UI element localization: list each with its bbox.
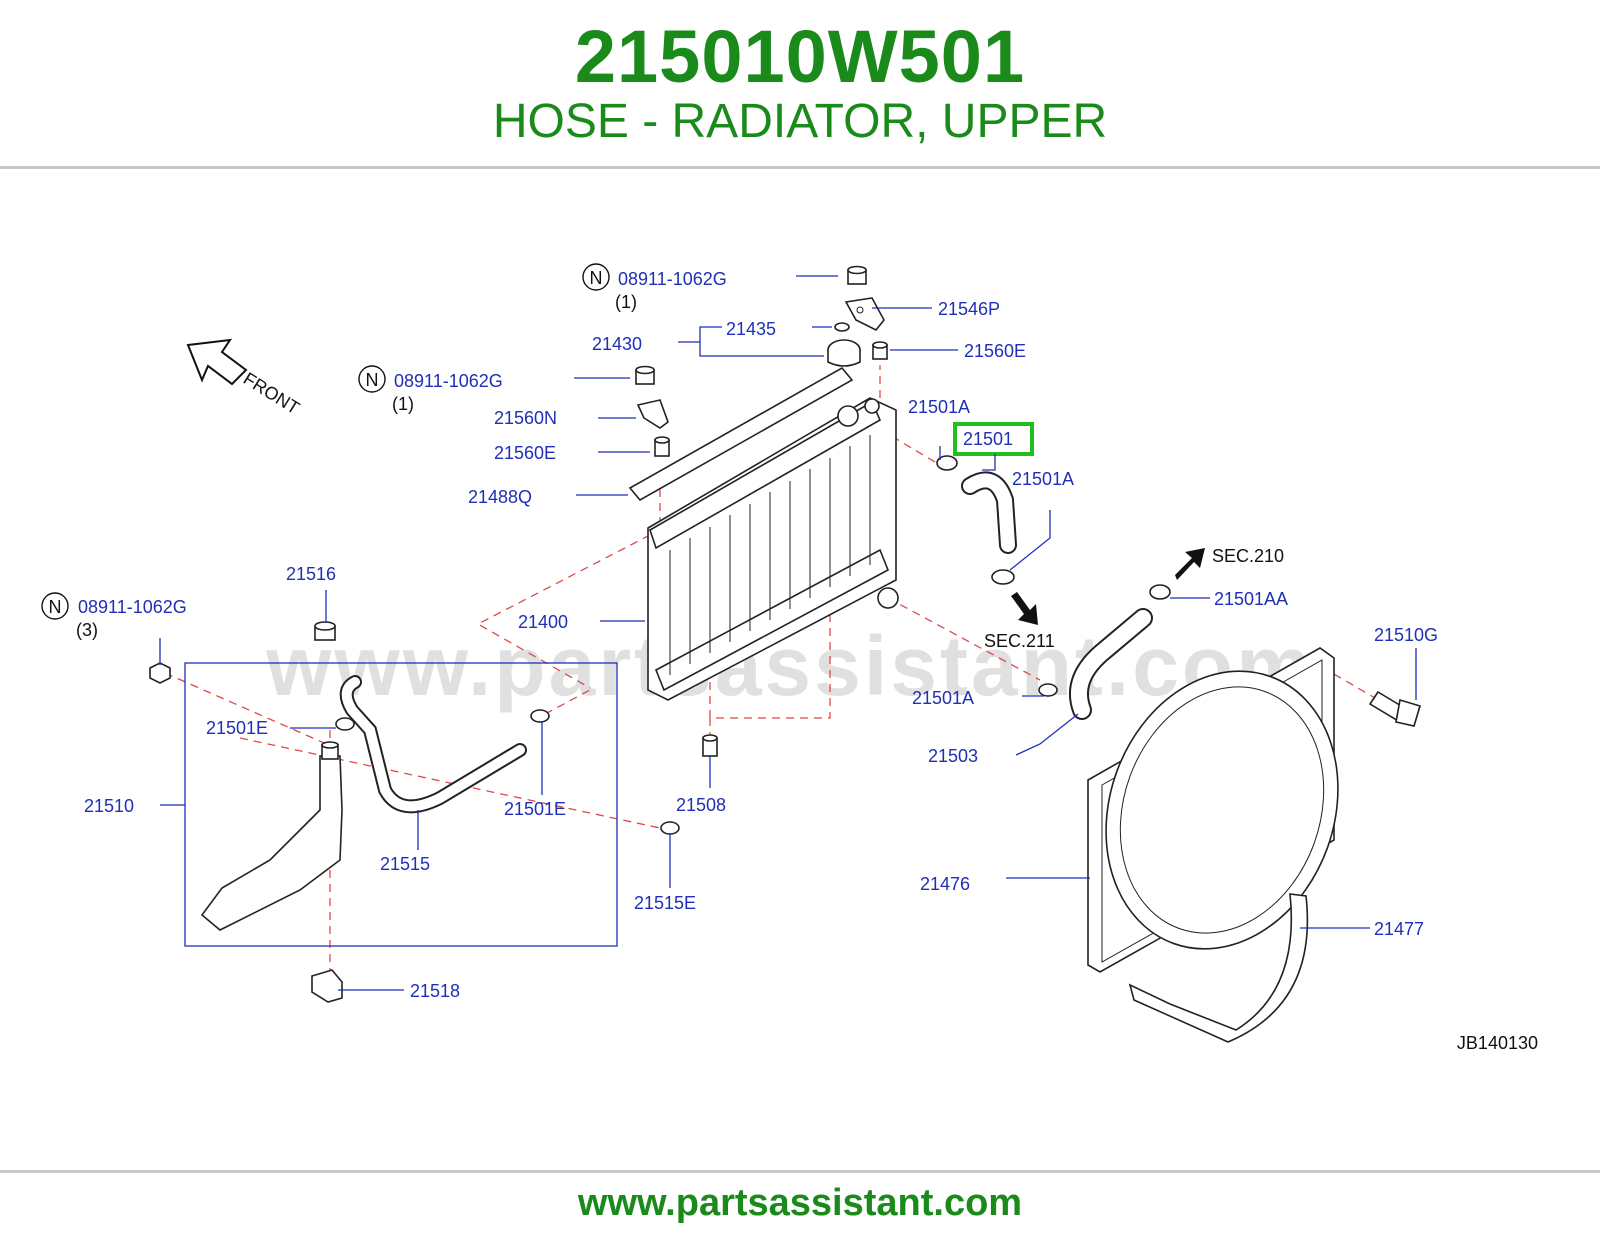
- page-header: 215010W501 HOSE - RADIATOR, UPPER: [0, 0, 1600, 168]
- front-arrow-icon: [186, 338, 248, 386]
- label-21501A-3: 21501A: [912, 688, 974, 708]
- label-nut-top: 08911-1062G: [618, 269, 727, 289]
- sec211-arrow-icon: [1011, 592, 1038, 625]
- label-21508: 21508: [676, 795, 726, 815]
- reservoir-bracket-part: [311, 969, 343, 1003]
- label-21546P: 21546P: [938, 299, 1000, 319]
- label-21516: 21516: [286, 564, 336, 584]
- part-labels: 08911-1062G (1) 08911-1062G (1) 08911-10…: [76, 269, 1438, 1001]
- hose-clamp-part: [936, 455, 1171, 697]
- lower-fan-shroud-part: [1128, 893, 1309, 1043]
- leader-lines: [159, 275, 1417, 991]
- label-nut-mid: 08911-1062G: [394, 371, 503, 391]
- label-21560E-left: 21560E: [494, 443, 556, 463]
- svg-text:N: N: [590, 268, 603, 288]
- footer-divider: [0, 1170, 1600, 1173]
- svg-text:N: N: [366, 370, 379, 390]
- part-description: HOSE - RADIATOR, UPPER: [492, 95, 1108, 148]
- highlight-box: [953, 422, 1034, 456]
- nut-part: [847, 265, 867, 285]
- drawing-code: JB140130: [1457, 1033, 1538, 1053]
- qty-nut-mid: (1): [392, 394, 414, 414]
- label-21510G: 21510G: [1374, 625, 1438, 645]
- lower-radiator-hose-part: [1068, 608, 1153, 720]
- label-sec211: SEC.211: [984, 631, 1055, 651]
- label-21515: 21515: [380, 854, 430, 874]
- mount-insulator-part: [872, 341, 888, 360]
- bracket-part: [636, 399, 669, 429]
- nut-part: [635, 365, 655, 385]
- reservoir-tank-part: [200, 741, 343, 931]
- qty-nut-left: (3): [76, 620, 98, 640]
- nut-part: [149, 662, 171, 684]
- qty-nut-top: (1): [615, 292, 637, 312]
- upper-radiator-hose-part: [961, 471, 1017, 554]
- bolt-part: [1368, 690, 1421, 727]
- header-divider: [0, 166, 1600, 169]
- label-21501A-1: 21501A: [908, 397, 970, 417]
- label-21515E: 21515E: [634, 893, 696, 913]
- reservoir-hose-part: [339, 675, 527, 814]
- label-21560E-top: 21560E: [964, 341, 1026, 361]
- fan-shroud-part: [1087, 647, 1339, 973]
- sec210-arrow-icon: [1175, 548, 1205, 580]
- part-number-title: 215010W501: [574, 15, 1026, 98]
- label-21501E-1: 21501E: [206, 718, 268, 738]
- diagram-svg: www.partsassistant.com FRONT: [41, 263, 1538, 1053]
- mount-insulator-part: [654, 436, 670, 457]
- front-label: FRONT: [240, 368, 303, 418]
- label-21560N: 21560N: [494, 408, 557, 428]
- label-21501AA: 21501AA: [1214, 589, 1288, 609]
- label-21400: 21400: [518, 612, 568, 632]
- circled-n-icon: N: [41, 592, 69, 620]
- label-21501-highlighted: 21501: [963, 429, 1013, 449]
- radiator-part: [647, 397, 899, 701]
- radiator-cap-part: [827, 339, 861, 367]
- label-21488Q: 21488Q: [468, 487, 532, 507]
- reservoir-cap-part: [314, 621, 336, 641]
- footer-website-link[interactable]: www.partsassistant.com: [577, 1182, 1023, 1224]
- label-nut-left: 08911-1062G: [78, 597, 187, 617]
- label-21435: 21435: [726, 319, 776, 339]
- parts-diagram: www.partsassistant.com FRONT: [0, 170, 1600, 1170]
- label-21430: 21430: [592, 334, 642, 354]
- label-21476: 21476: [920, 874, 970, 894]
- seal-ring-part: [834, 322, 850, 332]
- label-21501E-2: 21501E: [504, 799, 566, 819]
- seal-strip-part: [628, 366, 854, 502]
- label-21503: 21503: [928, 746, 978, 766]
- drain-cock-part: [702, 734, 718, 757]
- label-sec210: SEC.210: [1212, 546, 1284, 566]
- label-21501A-2: 21501A: [1012, 469, 1074, 489]
- circled-n-icon: N: [582, 263, 610, 291]
- label-21477: 21477: [1374, 919, 1424, 939]
- circled-n-icon: N: [358, 365, 386, 393]
- label-21518: 21518: [410, 981, 460, 1001]
- label-21510: 21510: [84, 796, 134, 816]
- svg-text:N: N: [49, 597, 62, 617]
- bracket-part: [844, 297, 885, 332]
